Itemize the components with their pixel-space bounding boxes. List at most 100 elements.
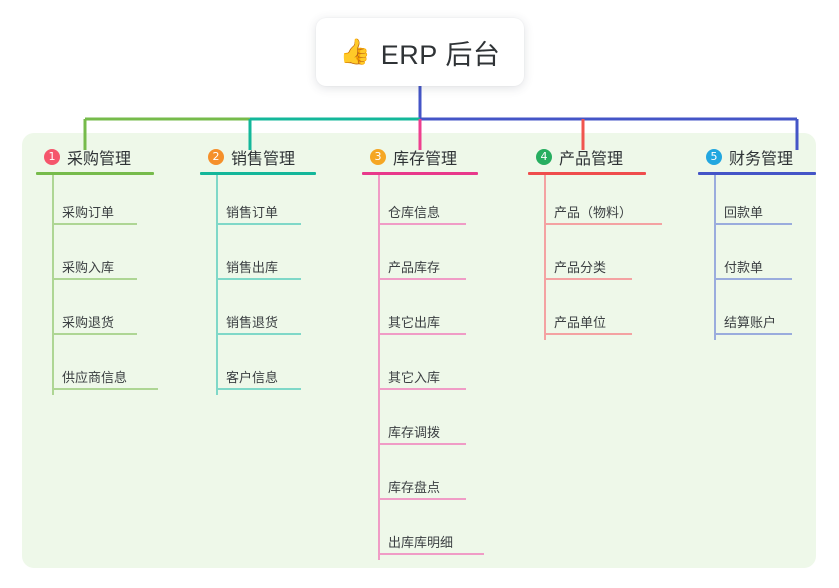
list-item-label: 产品单位 <box>554 315 607 330</box>
column-header-rule <box>36 172 154 175</box>
list-item-label: 仓库信息 <box>388 205 441 220</box>
column-spine <box>378 175 380 560</box>
column-title-label: 采购管理 <box>67 151 132 168</box>
list-item-label: 产品库存 <box>388 260 441 275</box>
list-item[interactable]: 产品分类 <box>528 230 688 285</box>
column-title-label: 财务管理 <box>729 151 794 168</box>
list-item-rule <box>378 443 466 445</box>
column-item-list: 产品（物料） 产品分类产品单位 <box>528 175 688 340</box>
list-item-rule <box>378 498 466 500</box>
list-item-rule <box>714 278 792 280</box>
root-title-label: ERP 后台 <box>380 39 501 70</box>
list-item-label: 产品（物料） <box>554 205 633 220</box>
list-item-label: 出库库明细 <box>388 535 454 550</box>
list-item-label: 客户信息 <box>226 370 279 385</box>
list-item-rule <box>216 278 301 280</box>
list-item-rule <box>216 333 301 335</box>
root-title-inner: 👍 ERP 后台 <box>340 33 501 72</box>
list-item[interactable]: 采购订单 <box>36 175 186 230</box>
list-item-label: 其它入库 <box>388 370 441 385</box>
list-item-label: 销售退货 <box>226 315 279 330</box>
column-index-badge: 1 <box>44 149 60 165</box>
column-销售管理: 2 销售管理销售订单销售出库销售退货客户信息 <box>200 146 350 395</box>
list-item[interactable]: 产品单位 <box>528 285 688 340</box>
list-item[interactable]: 采购退货 <box>36 285 186 340</box>
list-item-rule <box>52 333 137 335</box>
list-item-label: 产品分类 <box>554 260 607 275</box>
list-item-rule <box>544 333 632 335</box>
list-item-rule <box>714 333 792 335</box>
column-库存管理: 3 库存管理仓库信息产品库存其它出库其它入库库存调拨库存盘点出库库明细 <box>362 146 522 560</box>
column-title-label: 销售管理 <box>231 151 296 168</box>
column-item-list: 采购订单采购入库采购退货供应商信息 <box>36 175 186 395</box>
list-item-label: 供应商信息 <box>62 370 128 385</box>
list-item[interactable]: 付款单 <box>698 230 838 285</box>
list-item-rule <box>378 278 466 280</box>
column-header[interactable]: 2 销售管理 <box>200 146 350 168</box>
list-item-rule <box>378 553 484 555</box>
list-item-rule <box>544 278 632 280</box>
list-item[interactable]: 采购入库 <box>36 230 186 285</box>
column-spine <box>216 175 218 395</box>
list-item-label: 采购退货 <box>62 315 115 330</box>
list-item[interactable]: 供应商信息 <box>36 340 186 395</box>
content-panel <box>22 133 816 568</box>
column-spine <box>52 175 54 395</box>
column-header-rule <box>528 172 646 175</box>
column-header[interactable]: 5 财务管理 <box>698 146 838 168</box>
list-item-label: 销售出库 <box>226 260 279 275</box>
list-item-rule <box>378 333 466 335</box>
column-财务管理: 5 财务管理回款单付款单结算账户 <box>698 146 838 340</box>
list-item-rule <box>52 223 137 225</box>
list-item-label: 其它出库 <box>388 315 441 330</box>
list-item[interactable]: 销售退货 <box>200 285 350 340</box>
list-item-label: 销售订单 <box>226 205 279 220</box>
root-title-card[interactable]: 👍 ERP 后台 <box>316 18 524 86</box>
list-item-rule <box>216 388 301 390</box>
column-index-badge: 4 <box>536 149 552 165</box>
column-index-badge: 5 <box>706 149 722 165</box>
list-item[interactable]: 仓库信息 <box>362 175 522 230</box>
column-index-badge: 2 <box>208 149 224 165</box>
list-item-label: 采购入库 <box>62 260 115 275</box>
column-title-label: 产品管理 <box>559 151 624 168</box>
column-item-list: 销售订单销售出库销售退货客户信息 <box>200 175 350 395</box>
list-item[interactable]: 产品库存 <box>362 230 522 285</box>
list-item[interactable]: 其它出库 <box>362 285 522 340</box>
column-产品管理: 4 产品管理产品（物料） 产品分类产品单位 <box>528 146 688 340</box>
column-header[interactable]: 1 采购管理 <box>36 146 186 168</box>
list-item[interactable]: 出库库明细 <box>362 505 522 560</box>
list-item[interactable]: 回款单 <box>698 175 838 230</box>
list-item[interactable]: 库存调拨 <box>362 395 522 450</box>
list-item[interactable]: 其它入库 <box>362 340 522 395</box>
list-item[interactable]: 结算账户 <box>698 285 838 340</box>
column-index-badge: 3 <box>370 149 386 165</box>
column-采购管理: 1 采购管理采购订单采购入库采购退货供应商信息 <box>36 146 186 395</box>
column-header-rule <box>362 172 478 175</box>
list-item-rule <box>544 223 662 225</box>
column-title-label: 库存管理 <box>393 151 458 168</box>
list-item[interactable]: 库存盘点 <box>362 450 522 505</box>
list-item-rule <box>714 223 792 225</box>
thumbs-up-icon: 👍 <box>339 37 371 66</box>
column-header-rule <box>200 172 316 175</box>
list-item-label: 库存调拨 <box>388 425 441 440</box>
list-item[interactable]: 产品（物料） <box>528 175 688 230</box>
list-item-rule <box>378 223 466 225</box>
column-header[interactable]: 4 产品管理 <box>528 146 688 168</box>
list-item-label: 付款单 <box>724 260 764 275</box>
list-item-label: 采购订单 <box>62 205 115 220</box>
column-spine <box>714 175 716 340</box>
list-item-rule <box>216 223 301 225</box>
list-item[interactable]: 销售出库 <box>200 230 350 285</box>
column-header[interactable]: 3 库存管理 <box>362 146 522 168</box>
list-item-label: 回款单 <box>724 205 764 220</box>
list-item[interactable]: 销售订单 <box>200 175 350 230</box>
list-item-rule <box>52 388 158 390</box>
list-item-label: 结算账户 <box>724 315 777 330</box>
list-item[interactable]: 客户信息 <box>200 340 350 395</box>
column-item-list: 仓库信息产品库存其它出库其它入库库存调拨库存盘点出库库明细 <box>362 175 522 560</box>
column-item-list: 回款单付款单结算账户 <box>698 175 838 340</box>
